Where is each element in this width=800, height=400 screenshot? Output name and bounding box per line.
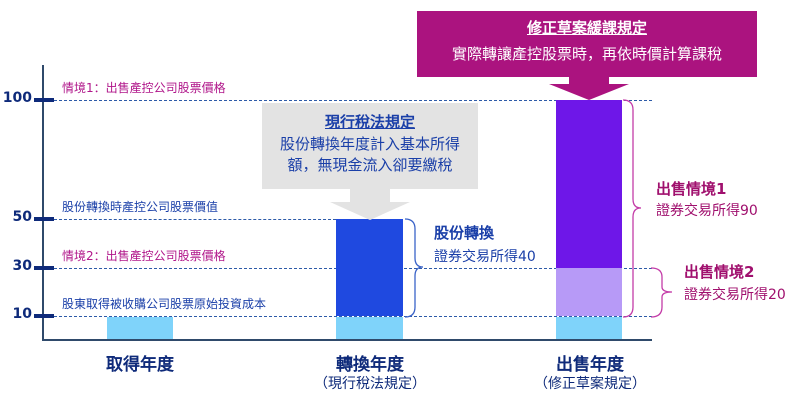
category-conversion-year: 轉換年度 [336,355,404,375]
current-law-line2: 額，無現金流入卻要繳稅 [287,156,453,174]
magenta-down-arrow-icon [549,76,629,100]
current-law-title: 現行稅法規定 [324,113,415,131]
tick-label-30: 30 [12,258,32,274]
bar-sale-scenario1-upper [556,100,622,268]
ref-line-100 [54,100,652,101]
current-law-callout: 現行稅法規定 股份轉換年度計入基本所得 額，無現金流入卻要繳稅 [262,103,478,189]
category-acquisition-year: 取得年度 [106,355,174,375]
bar-sale-scenario2 [556,268,622,316]
conversion-brace-icon [404,218,424,318]
ref-line-10 [54,316,652,317]
tick-50 [34,217,54,221]
sale-scenario2-brace-icon [650,267,673,318]
draft-amendment-title: 修正草案緩課規定 [526,19,647,37]
bar-acquisition-cost [107,317,173,339]
category-sale-year: 出售年度 [556,355,624,375]
ref-label-50: 股份轉換時產控公司股票價值 [62,200,219,214]
category-sale-subtitle: （修正草案規定） [534,376,646,392]
conversion-annotation-body: 證券交易所得40 [434,249,536,265]
sale-scenario1-title: 出售情境1 [656,180,727,198]
sale-scenario1-brace-icon [622,99,642,318]
sale-scenario1-body: 證券交易所得90 [656,203,758,219]
ref-label-10: 股東取得被收購公司股票原始投資成本 [62,297,267,311]
bar-conversion-cost [336,317,403,339]
bar-conversion-gain [336,219,403,316]
tick-30 [34,266,54,270]
bar-sale-cost [556,317,622,339]
tick-label-50: 50 [12,209,32,225]
ref-label-30: 情境2：出售產控公司股票價格 [62,249,226,263]
tick-label-100: 100 [2,90,32,106]
tick-label-10: 10 [12,306,32,322]
current-law-line1: 股份轉換年度計入基本所得 [279,135,460,153]
x-axis [42,339,652,341]
y-axis [42,65,44,341]
sale-scenario2-body: 證券交易所得20 [684,287,786,303]
ref-line-50 [54,219,336,220]
draft-amendment-callout: 修正草案緩課規定 實際轉讓產控股票時，再依時價計算課稅 [417,11,757,77]
tick-100 [34,98,54,102]
ref-label-100: 情境1：出售產控公司股票價格 [62,81,226,95]
tick-10 [34,314,54,318]
gray-down-arrow-icon [330,188,410,220]
sale-scenario2-title: 出售情境2 [684,263,755,281]
conversion-annotation-title: 股份轉換 [434,224,495,242]
category-conversion-subtitle: （現行稅法規定） [314,376,426,392]
draft-amendment-body: 實際轉讓產控股票時，再依時價計算課稅 [451,45,722,63]
